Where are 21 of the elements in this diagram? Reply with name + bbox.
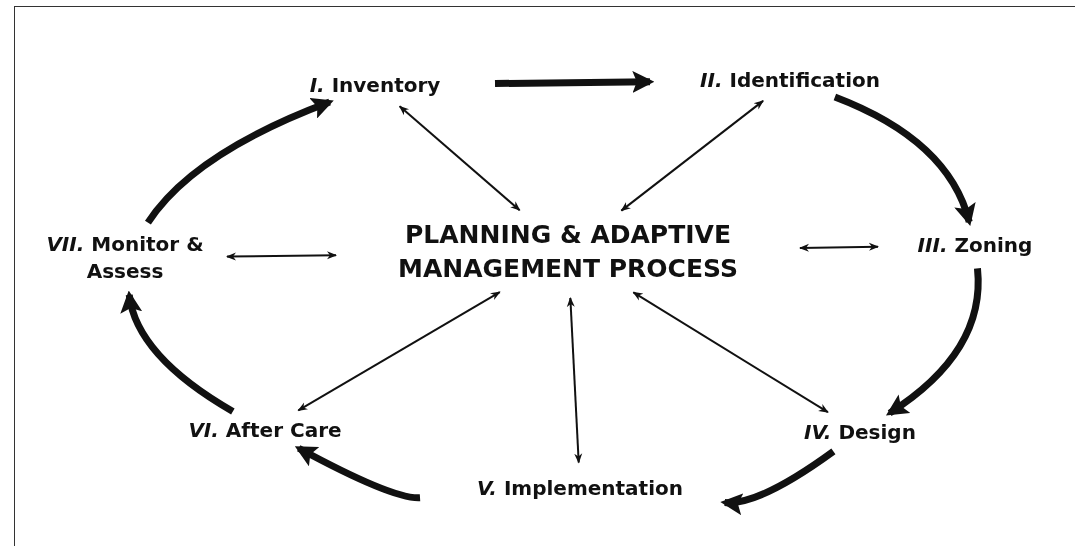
- step-label: V. Implementation: [476, 474, 683, 502]
- double-arrow: [799, 242, 879, 252]
- process-title: PLANNING & ADAPTIVE MANAGEMENT PROCESS: [397, 219, 739, 285]
- double-arrow: [297, 291, 501, 412]
- step-label: I. Inventory: [309, 71, 441, 99]
- double-arrow: [398, 105, 521, 212]
- thick-arrow: [494, 70, 655, 93]
- curved-arrow: [145, 98, 334, 225]
- double-arrow: [620, 99, 765, 212]
- step-label: IV. Design: [804, 418, 916, 446]
- step-label: II. Identification: [700, 66, 880, 94]
- curved-arrow: [294, 445, 421, 502]
- curved-arrow: [121, 290, 235, 415]
- curved-arrow: [833, 93, 975, 226]
- step-label: VII. Monitor & Assess: [45, 231, 205, 285]
- curved-arrow: [720, 448, 836, 514]
- step-label: VI. After Care: [188, 416, 342, 444]
- double-arrow: [632, 291, 829, 414]
- step-label: III. Zoning: [917, 231, 1033, 259]
- double-arrow: [226, 251, 337, 261]
- double-arrow: [566, 297, 583, 464]
